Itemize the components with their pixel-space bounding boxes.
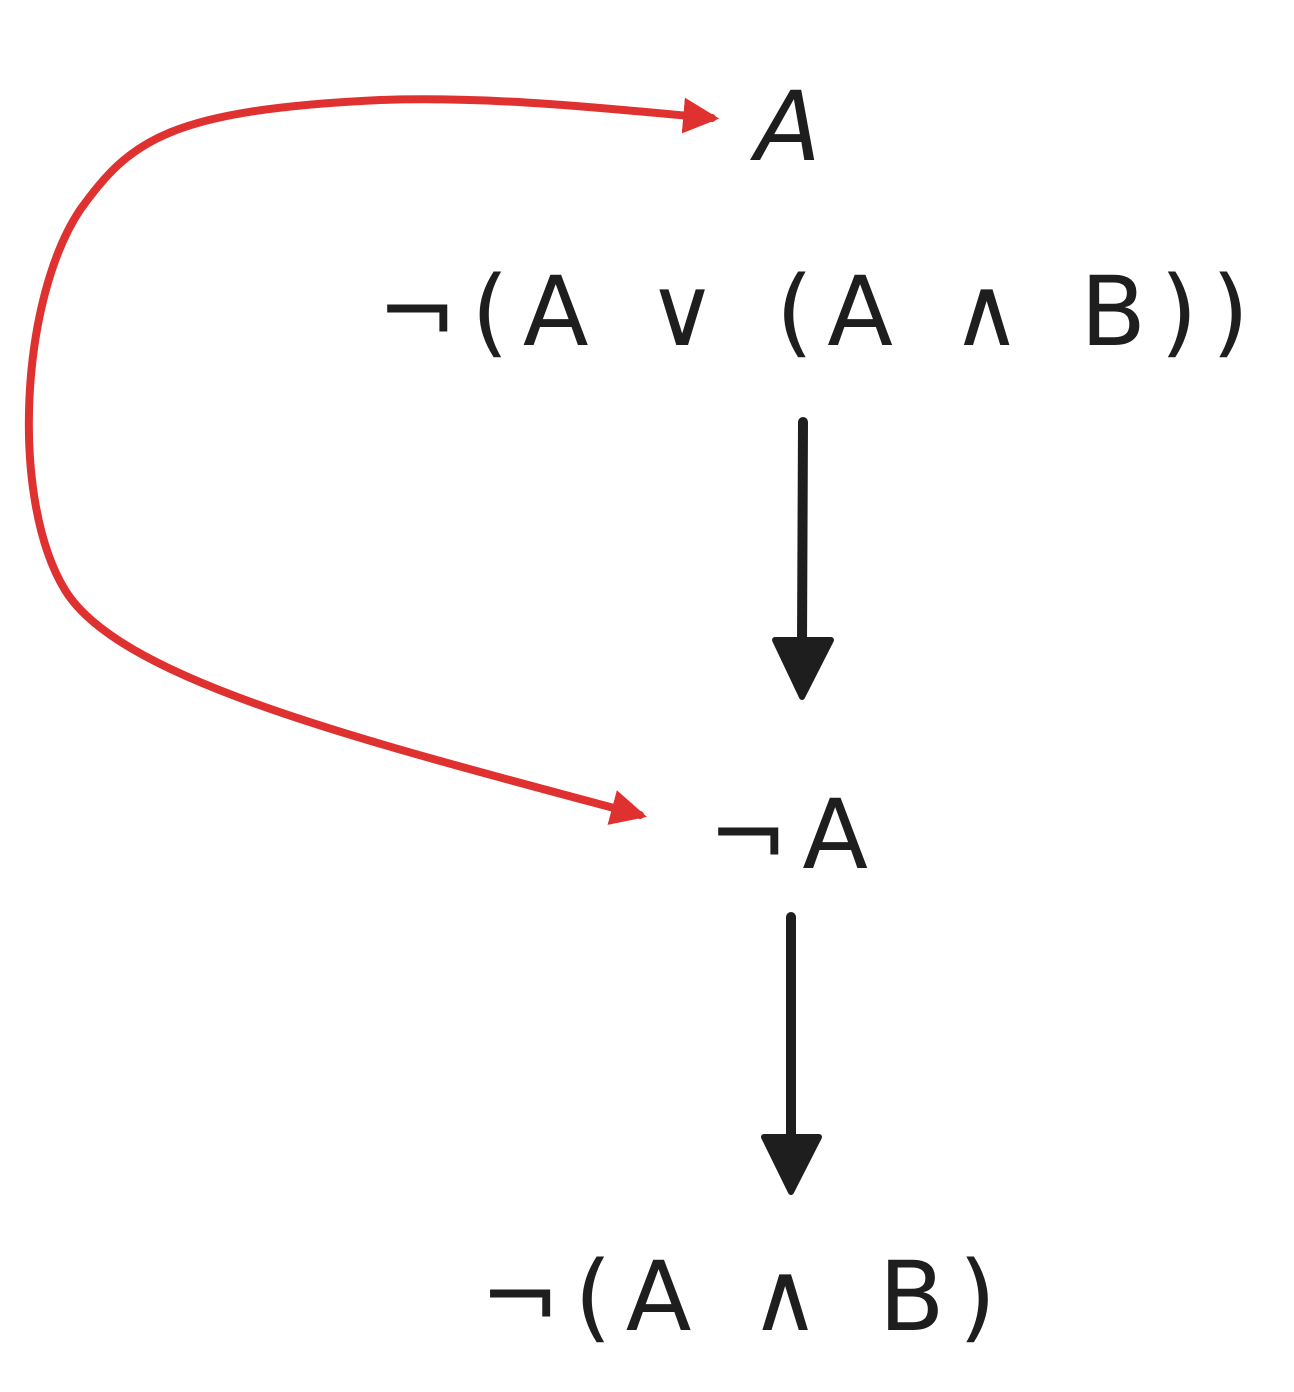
contradiction-arrow: [24, 95, 720, 825]
arrow-premise-to-middle: [772, 417, 834, 700]
node-middle: ¬A: [708, 779, 882, 891]
node-top: A: [749, 71, 835, 183]
node-premise: ¬(A ∨ (A ∧ B)): [377, 256, 1263, 368]
arrow-middle-to-bottom: [761, 912, 822, 1195]
node-bottom: ¬(A ∧ B): [480, 1241, 1010, 1353]
